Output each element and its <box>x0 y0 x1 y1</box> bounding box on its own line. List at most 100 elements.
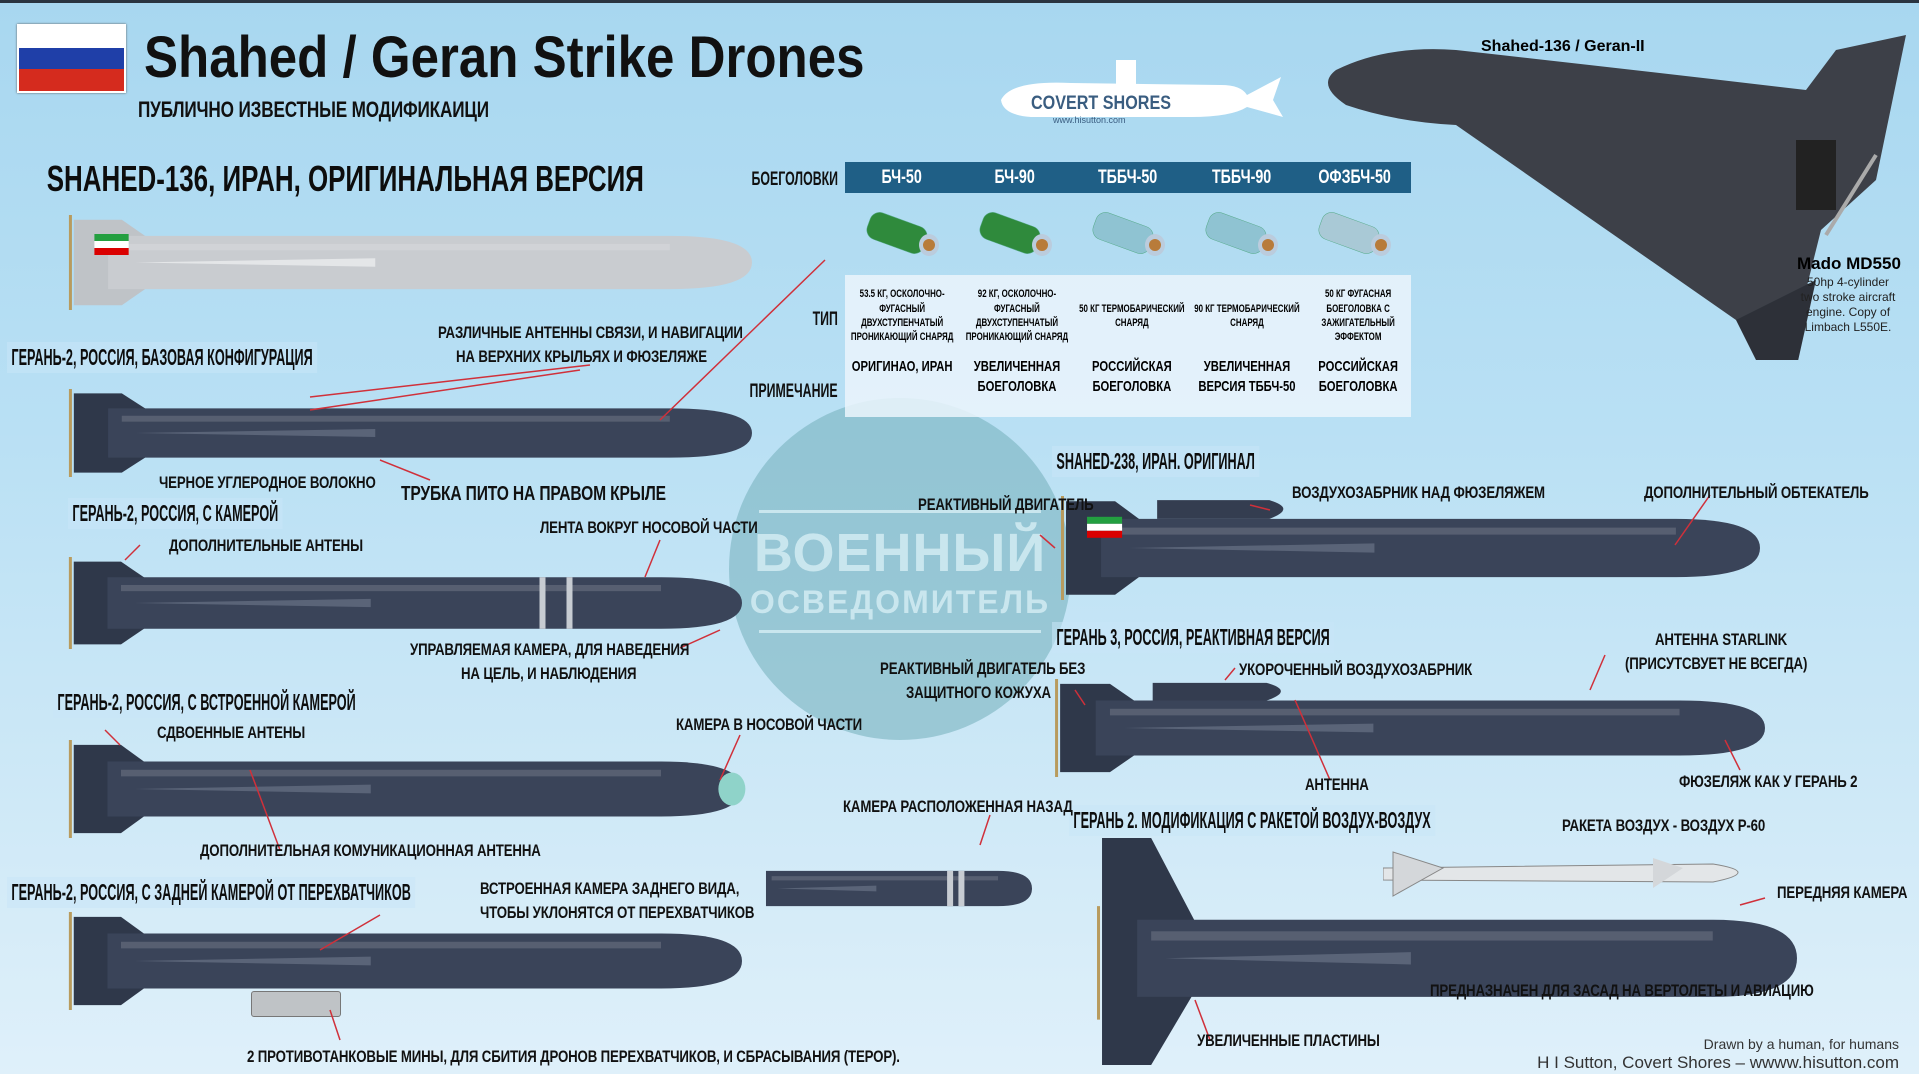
label: НА ЦЕЛЬ, И НАБЛЮДЕНИЯ <box>461 664 637 683</box>
flag-stripe <box>1087 516 1123 524</box>
label: РАКЕТА ВОЗДУХ - ВОЗДУХ Р-60 <box>1562 816 1766 835</box>
label: ФЮЗЕЛЯЖ КАК У ГЕРАНЬ 2 <box>1679 772 1858 791</box>
warheads-row-label: БОЕГОЛОВКИ <box>751 169 838 190</box>
warhead-type: 50 КГ ТЕРМОБАРИЧЕСКИЙ СНАРЯД <box>1079 302 1185 329</box>
fuselage <box>1137 919 1797 997</box>
label: ЛЕНТА ВОКРУГ НОСОВОЙ ЧАСТИ <box>540 518 758 537</box>
warhead-type: 50 КГ ФУГАСНАЯ БОЕГОЛОВКА С ЗАЖИГАТЕЛЬНЫ… <box>1321 288 1395 344</box>
wing <box>135 429 376 437</box>
flag-stripe <box>94 234 129 241</box>
top-view-title: Shahed-136 / Geran-II <box>1481 38 1645 55</box>
label: РЕАКТИВНЫЙ ДВИГАТЕЛЬ <box>918 495 1094 514</box>
heading-geran-2-base: ГЕРАНЬ-2, РОССИЯ, БАЗОВАЯ КОНФИГУРАЦИЯ <box>7 342 318 373</box>
footer-tagline: Drawn by a human, for humans <box>1703 1036 1899 1052</box>
page-title: Shahed / Geran Strike Drones <box>144 25 865 90</box>
fuselage-highlight <box>1115 527 1676 535</box>
top-border <box>0 0 1919 3</box>
jet-engine <box>1157 500 1284 519</box>
heading-geran-3: ГЕРАНЬ 3, РОССИЯ, РЕАКТИВНАЯ ВЕРСИЯ <box>1052 622 1335 653</box>
warhead-type: 92 КГ, ОСКОЛОЧНО-ФУГАСНЫЙ ДВУХСТУПЕНЧАТЫ… <box>965 288 1068 344</box>
note-label: ПРИМЕЧАНИЕ <box>749 381 838 402</box>
covert-shores-logo: COVERT SHORES www.hisutton.com <box>991 55 1297 128</box>
anti-tank-mines <box>251 991 341 1017</box>
fuselage-highlight <box>1109 708 1680 716</box>
fuselage <box>765 870 1032 907</box>
label: ЗАЩИТНОГО КОЖУХА <box>906 683 1051 702</box>
warhead-images <box>845 196 1411 266</box>
warhead-image <box>1185 196 1298 266</box>
label: ЧТОБЫ УКЛОНЯТСЯ ОТ ПЕРЕХВАТЧИКОВ <box>480 903 755 922</box>
flag-stripe <box>94 248 129 255</box>
footer-credit: H I Sutton, Covert Shores – wwww.hisutto… <box>1537 1053 1899 1072</box>
fuselage <box>1095 700 1765 756</box>
label: УПРАВЛЯЕМАЯ КАМЕРА, ДЛЯ НАВЕДЕНИЯ <box>410 640 690 659</box>
flag-stripe <box>1087 523 1123 531</box>
nose-band <box>566 577 573 629</box>
logo-url: www.hisutton.com <box>1053 115 1126 125</box>
russia-flag <box>17 24 126 93</box>
wing <box>1165 952 1411 965</box>
heading-geran-2-camera: ГЕРАНЬ-2, РОССИЯ, С КАМЕРОЙ <box>68 498 283 529</box>
warhead-note: РОССИЙСКАЯ БОЕГОЛОВКА <box>1318 358 1398 395</box>
label: УКОРОЧЕННЫЙ ВОЗДУХОЗАБРНИК <box>1239 660 1473 679</box>
submarine-icon <box>1001 60 1283 117</box>
fuselage-highlight <box>121 941 661 949</box>
geran-3-drone <box>1055 679 1765 777</box>
label: КАМЕРА В НОСОВОЙ ЧАСТИ <box>676 715 862 734</box>
label: 2 ПРОТИВОТАНКОВЫЕ МИНЫ, ДЛЯ СБИТИЯ ДРОНО… <box>247 1047 900 1066</box>
geran-2-rear-camera-drone <box>68 912 742 1010</box>
heading-geran-2-builtin: ГЕРАНЬ-2, РОССИЯ, С ВСТРОЕННОЙ КАМЕРОЙ <box>53 687 361 718</box>
iran-flag <box>1087 516 1123 538</box>
label: РАЗЛИЧНЫЕ АНТЕННЫ СВЯЗИ, И НАВИГАЦИИ <box>438 323 743 342</box>
warhead-name: БЧ-50 <box>881 167 922 188</box>
shahed-238-drone <box>1061 496 1760 600</box>
label: НА ВЕРХНИХ КРЫЛЬЯХ И ФЮЗЕЛЯЖЕ <box>456 347 707 366</box>
label: ДОПОЛНИТЕЛЬНЫЙ ОБТЕКАТЕЛЬ <box>1644 483 1869 502</box>
warhead-note: РОССИЙСКАЯ БОЕГОЛОВКА <box>1092 358 1172 395</box>
jet-engine <box>1152 682 1281 701</box>
warhead-name: ТББЧ-90 <box>1211 167 1271 188</box>
watermark-line2: ОСВЕДОМИТЕЛЬ <box>749 584 1051 620</box>
warhead-note: УВЕЛИЧЕННАЯ ВЕРСИЯ ТББЧ-50 <box>1198 358 1296 395</box>
logo-text: COVERT SHORES <box>1031 93 1171 114</box>
warhead-name: ТББЧ-50 <box>1098 167 1158 188</box>
engine-desc-line: two stroke aircraft <box>1800 290 1896 304</box>
fuselage <box>107 933 742 989</box>
fuselage <box>107 577 742 629</box>
engine-desc-line: Limbach L550E. <box>1804 320 1892 334</box>
flag-stripe <box>1087 530 1123 538</box>
label: ТРУБКА ПИТО НА ПРАВОМ КРЫЛЕ <box>401 483 666 505</box>
warhead-note: ОРИГИНАО, ИРАН <box>851 358 953 375</box>
warhead-image <box>845 196 958 266</box>
warhead-name: ОФЗБЧ-50 <box>1318 167 1391 188</box>
heading-geran-2-rear: ГЕРАНЬ-2, РОССИЯ, С ЗАДНЕЙ КАМЕРОЙ ОТ ПЕ… <box>7 877 416 908</box>
wing <box>777 885 877 892</box>
type-label: ТИП <box>812 309 838 330</box>
fuselage-highlight <box>121 415 670 422</box>
warhead-note: УВЕЛИЧЕННАЯ БОЕГОЛОВКА <box>973 358 1060 395</box>
shahed-136-drone <box>68 215 753 310</box>
label: АНТЕННА STARLINK <box>1655 630 1788 649</box>
label: (ПРИСУТСВУЕТ НЕ ВСЕГДА) <box>1625 654 1808 673</box>
fuselage <box>108 408 753 458</box>
engine-desc-line: 50hp 4-cylinder <box>1806 275 1890 289</box>
rear-camera-closeup <box>765 870 1032 907</box>
nose-band <box>958 870 965 907</box>
label: ПЕРЕДНЯЯ КАМЕРА <box>1777 883 1908 902</box>
heading-shahed-136: SHAHED-136, ИРАН, ОРИГИНАЛЬНАЯ ВЕРСИЯ <box>46 158 644 199</box>
r-60-missile <box>1383 851 1739 897</box>
shahed-136-top-view <box>1328 35 1906 360</box>
iran-flag <box>94 234 129 255</box>
wing <box>134 598 371 608</box>
watermark: ВОЕННЫЙ ОСВЕДОМИТЕЛЬ <box>729 398 1071 740</box>
geran-2-builtin-camera-drone <box>68 740 746 838</box>
fuselage-highlight <box>121 769 661 777</box>
label: ЧЕРНОЕ УГЛЕРОДНОЕ ВОЛОКНО <box>159 473 376 492</box>
heading-geran-2-missile: ГЕРАНЬ 2. МОДИФИКАЦИЯ С РАКЕТОЙ ВОЗДУХ-В… <box>1069 805 1436 836</box>
warheads-header: БЧ-50 БЧ-90 ТББЧ-50 ТББЧ-90 ОФЗБЧ-50 <box>845 162 1411 193</box>
label: ПРЕДНАЗНАЧЕН ДЛЯ ЗАСАД НА ВЕРТОЛЕТЫ И АВ… <box>1430 981 1814 1000</box>
heading-shahed-238: SHAHED-238, ИРАН. ОРИГИНАЛ <box>1052 446 1260 477</box>
geran-2-missile-drone <box>1097 838 1797 1065</box>
nose-band <box>539 577 546 629</box>
label: ВОЗДУХОЗАБРНИК НАД ФЮЗЕЛЯЖЕМ <box>1292 483 1545 502</box>
